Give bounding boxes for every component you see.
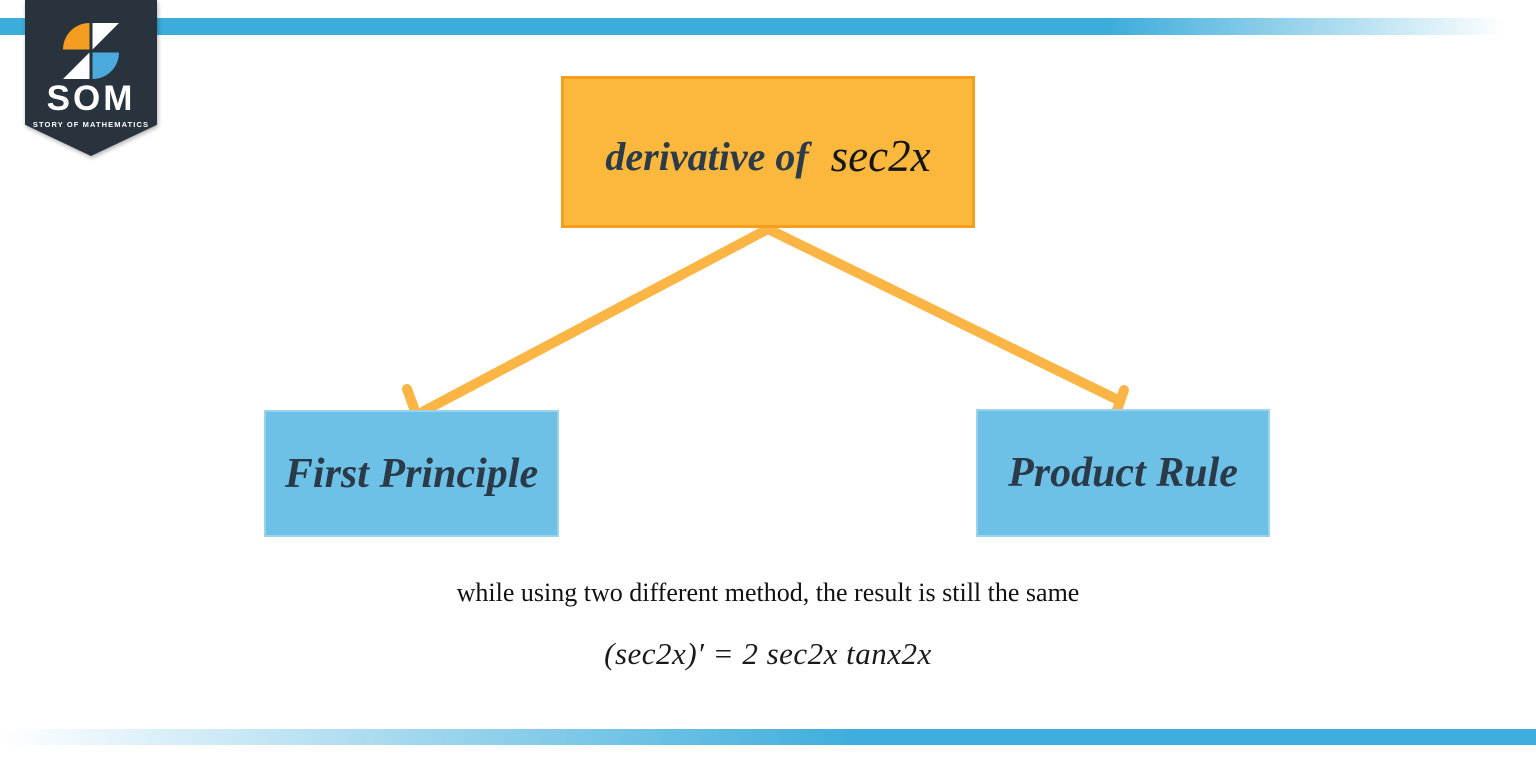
root-node-label: derivative of (605, 133, 809, 179)
root-node-math: sec2x (830, 131, 931, 181)
brand-banner: SOM STORY OF MATHEMATICS (25, 0, 157, 156)
child-node-first-principle: First Principle (264, 410, 559, 537)
brand-name: SOM (46, 79, 136, 118)
som-pinwheel-icon (63, 23, 119, 79)
right-connector-line (763, 224, 1121, 404)
brand-banner-pennant: SOM STORY OF MATHEMATICS (25, 0, 157, 156)
first-principle-label: First Principle (284, 450, 539, 497)
product-rule-label: Product Rule (1008, 450, 1238, 496)
bottom-accent-bar (0, 729, 1536, 745)
left-connector-line (419, 224, 773, 416)
formula-text: (sec2x)′ = 2 sec2x tanx2x (604, 636, 932, 671)
caption-text: while using two different method, the re… (456, 578, 1080, 607)
child-node-product-rule: Product Rule (976, 409, 1270, 537)
brand-tagline: STORY OF MATHEMATICS (32, 120, 150, 129)
top-accent-bar (0, 18, 1536, 35)
root-node-derivative-of-sec2x: derivative of sec2x (561, 76, 975, 228)
